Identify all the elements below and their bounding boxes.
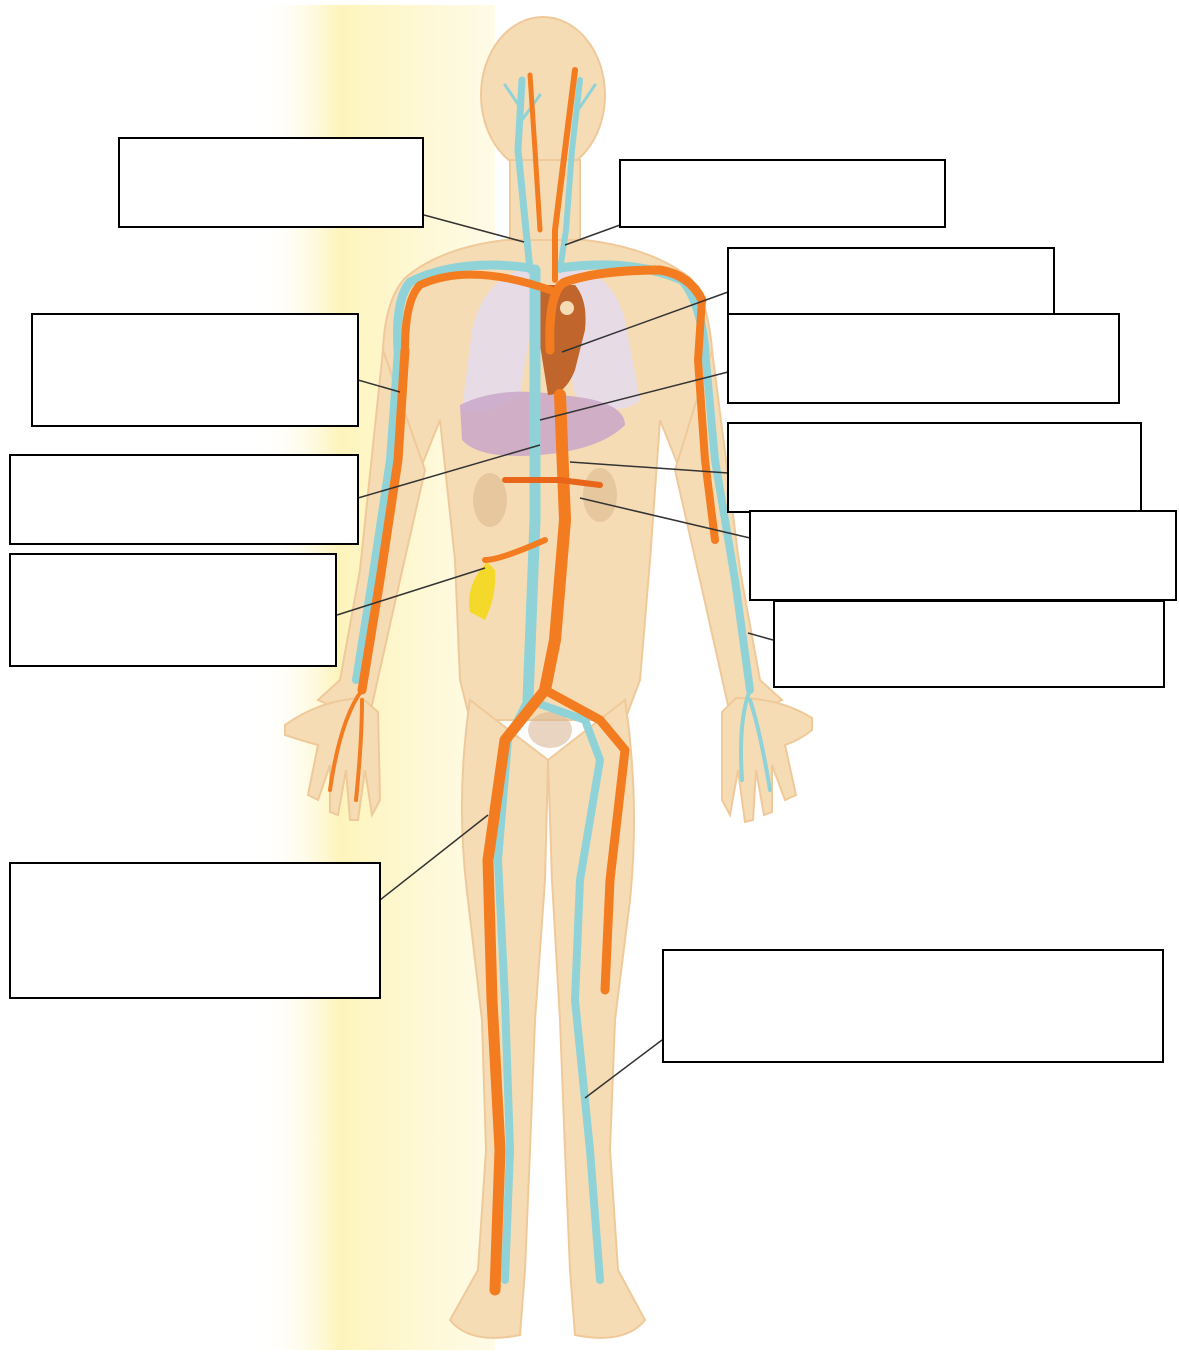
label-box-1[interactable] [118, 137, 424, 228]
right-kidney [583, 468, 617, 522]
bladder [528, 712, 572, 748]
label-box-2[interactable] [619, 159, 946, 228]
label-box-5[interactable] [727, 422, 1142, 513]
label-box-7[interactable] [773, 600, 1165, 688]
label-box-4[interactable] [727, 313, 1120, 404]
label-box-9[interactable] [9, 454, 359, 545]
heart-highlight [560, 301, 574, 315]
hand-right [722, 698, 812, 822]
label-box-8[interactable] [31, 313, 359, 427]
label-box-6[interactable] [749, 510, 1177, 601]
label-box-12[interactable] [662, 949, 1164, 1063]
label-box-3[interactable] [727, 247, 1055, 315]
label-box-10[interactable] [9, 553, 337, 667]
label-box-11[interactable] [9, 862, 381, 999]
left-kidney [473, 473, 507, 527]
